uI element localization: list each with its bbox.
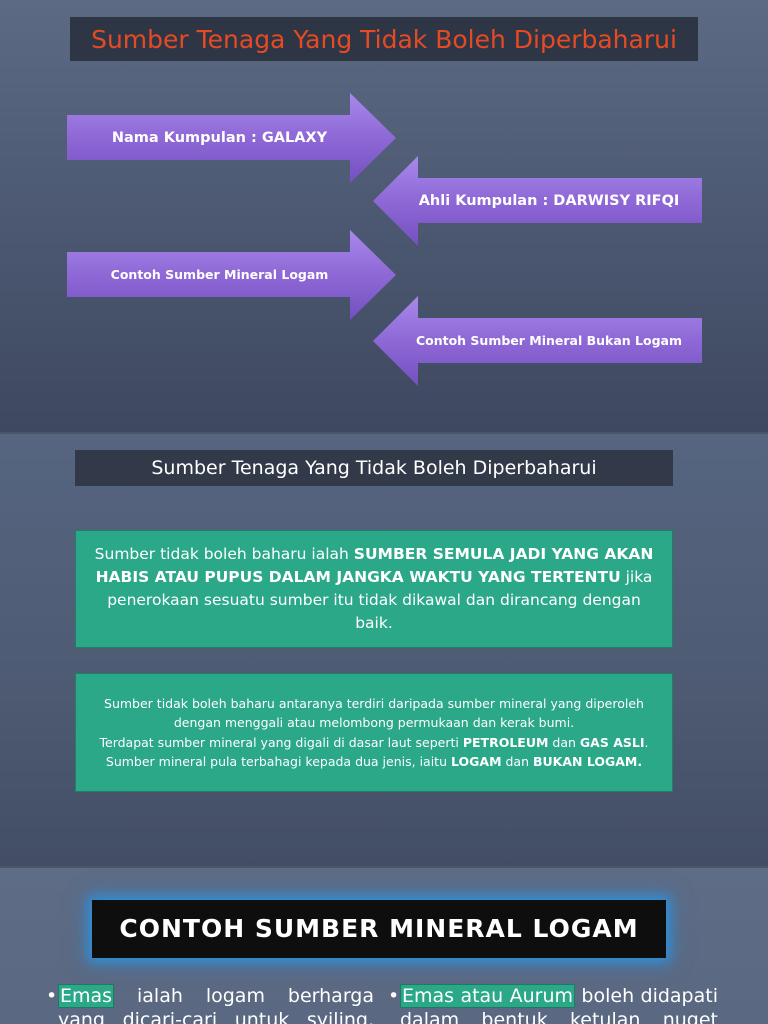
definition-text-bold: SUMBER SEMULA JADI YANG AKAN HABIS ATAU …	[95, 545, 654, 586]
arrow-label-metal-minerals: Contoh Sumber Mineral Logam	[110, 267, 329, 282]
arrow-label-group-member: Ahli Kumpulan : DARWISY RIFQI	[418, 192, 680, 209]
arrow-diagram	[67, 93, 702, 386]
arrow-right-metal-minerals[interactable]	[67, 230, 396, 320]
section-banner: CONTOH SUMBER MINERAL LOGAM	[92, 900, 666, 958]
slide-title: Sumber Tenaga Yang Tidak Boleh Diperbaha…	[75, 450, 673, 486]
line2-start: Terdapat sumber mineral yang digali di d…	[99, 734, 463, 750]
slide-group-info: Sumber Tenaga Yang Tidak Boleh Diperbaha…	[0, 0, 768, 432]
right-column-text: •Emas atau Aurum boleh didapati dalam be…	[388, 984, 718, 1024]
mineral-info-line-2: Terdapat sumber mineral yang digali di d…	[100, 733, 649, 753]
column-body: ialah logam berharga yang dicari-cari un…	[58, 985, 374, 1024]
slide-title: Sumber Tenaga Yang Tidak Boleh Diperbaha…	[70, 17, 698, 61]
mineral-info-line-1: Sumber tidak boleh baharu antaranya terd…	[104, 695, 644, 731]
arrow-left-nonmetal-minerals[interactable]	[373, 296, 702, 386]
line3-bold-metal: LOGAM	[450, 754, 502, 769]
definition-text-start: Sumber tidak boleh baharu ialah	[94, 545, 354, 563]
line2-end: .	[644, 734, 649, 750]
mineral-info-line-3: Sumber mineral pula terbahagi kepada dua…	[106, 752, 642, 772]
bullet-icon: •	[388, 985, 400, 1007]
line3-start: Sumber mineral pula terbahagi kepada dua…	[105, 754, 451, 769]
arrow-label-nonmetal-minerals: Contoh Sumber Mineral Bukan Logam	[415, 333, 683, 348]
slide-metal-examples: CONTOH SUMBER MINERAL LOGAM •Emas ialah …	[0, 868, 768, 1024]
definition-box: Sumber tidak boleh baharu ialah SUMBER S…	[75, 530, 673, 648]
highlight-term: Emas	[58, 984, 115, 1008]
definition-text-end: jika penerokaan sesuatu sumber itu tidak…	[107, 568, 653, 632]
slide-definition: Sumber Tenaga Yang Tidak Boleh Diperbaha…	[0, 434, 768, 866]
line2-bold-gas: GAS ASLI	[579, 734, 645, 750]
arrow-right-group-name[interactable]	[67, 93, 396, 183]
column-body: boleh didapati dalam bentuk ketulan nuge…	[400, 985, 718, 1024]
line3-bold-nonmetal: BUKAN LOGAM.	[532, 754, 643, 769]
line2-mid: dan	[548, 734, 580, 750]
definition-text: Sumber tidak boleh baharu ialah SUMBER S…	[86, 543, 662, 635]
highlight-term: Emas atau Aurum	[400, 984, 576, 1008]
bullet-icon: •	[46, 985, 58, 1007]
line3-mid: dan	[501, 754, 533, 769]
line2-bold-petroleum: PETROLEUM	[462, 734, 549, 750]
mineral-info-box: Sumber tidak boleh baharu antaranya terd…	[75, 673, 673, 792]
left-column-text: •Emas ialah logam berharga yang dicari-c…	[46, 984, 374, 1024]
arrow-left-group-member[interactable]	[373, 156, 702, 246]
arrow-label-group-name: Nama Kumpulan : GALAXY	[111, 129, 328, 146]
